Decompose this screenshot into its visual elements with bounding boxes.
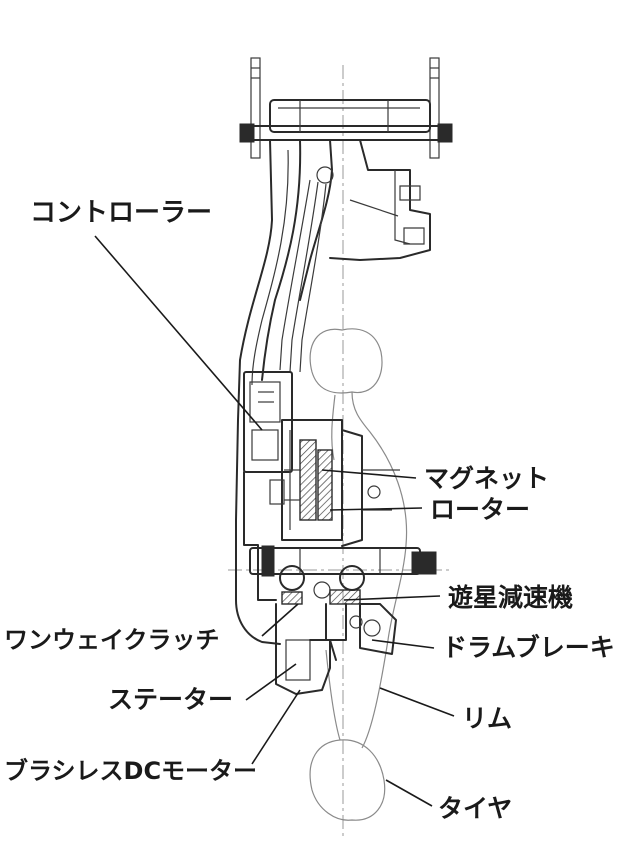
label-stator: ステーター <box>108 663 297 714</box>
suspension-arm <box>235 139 431 645</box>
tire-outline <box>309 328 408 821</box>
hub-motor-assembly <box>243 419 437 695</box>
svg-text:ローター: ローター <box>430 495 530 524</box>
svg-text:リム: リム <box>462 704 512 733</box>
svg-text:コントローラー: コントローラー <box>30 198 212 228</box>
svg-text:ブラシレスDCモーター: ブラシレスDCモーター <box>4 757 257 785</box>
svg-text:タイヤ: タイヤ <box>438 794 512 823</box>
center-lines <box>228 65 450 840</box>
label-rotor: ローター <box>329 495 530 524</box>
svg-text:ワンウェイクラッチ: ワンウェイクラッチ <box>4 626 220 654</box>
label-drum-brake: ドラムブレーキ <box>371 633 615 662</box>
top-bolt-right <box>429 57 440 159</box>
label-tire: タイヤ <box>385 779 512 823</box>
svg-text:ステーター: ステーター <box>108 685 233 714</box>
label-planetary-reducer: 遊星減速機 <box>343 583 573 612</box>
mounting-plate <box>239 99 453 143</box>
controller-box <box>243 371 293 473</box>
svg-text:遊星減速機: 遊星減速機 <box>448 583 573 612</box>
svg-text:ドラムブレーキ: ドラムブレーキ <box>442 633 615 662</box>
label-brushless-dc-motor: ブラシレスDCモーター <box>4 689 301 785</box>
label-one-way-clutch: ワンウェイクラッチ <box>4 603 299 654</box>
label-controller: コントローラー <box>30 198 263 431</box>
svg-text:マグネット: マグネット <box>424 464 549 493</box>
label-magnet: マグネット <box>321 464 549 493</box>
label-rim: リム <box>379 687 512 733</box>
top-bolt-left <box>250 57 261 159</box>
